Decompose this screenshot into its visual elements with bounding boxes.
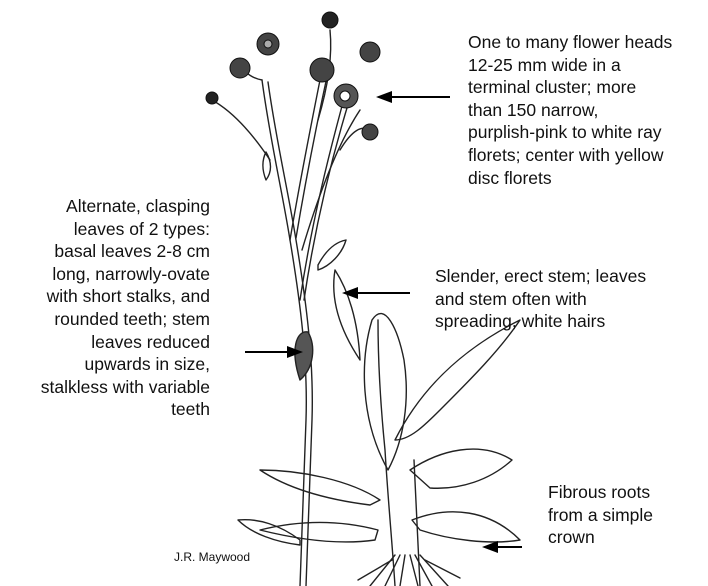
annotation-line: from a simple: [548, 504, 653, 527]
annotation-line: and stem often with: [435, 288, 646, 311]
annotation-line: florets; center with yellow: [468, 144, 672, 167]
annotation-line: terminal cluster; more: [468, 76, 672, 99]
annotation-line: crown: [548, 526, 653, 549]
annotation-line: leaves of 2 types:: [41, 218, 210, 241]
annotation-line: disc florets: [468, 167, 672, 190]
annotation-line: Fibrous roots: [548, 481, 653, 504]
annotation-line: One to many flower heads: [468, 31, 672, 54]
annotation-line: Slender, erect stem; leaves: [435, 265, 646, 288]
annotation-line: Alternate, clasping: [41, 195, 210, 218]
annotation-line: with short stalks, and: [41, 285, 210, 308]
annotation-line: than 150 narrow,: [468, 99, 672, 122]
arrow-roots: [482, 541, 522, 553]
annotation-line: basal leaves 2-8 cm: [41, 240, 210, 263]
annotation-line: leaves reduced: [41, 331, 210, 354]
annotation-line: long, narrowly-ovate: [41, 263, 210, 286]
annotation-line: teeth: [41, 398, 210, 421]
stem-leaf-mid: [318, 240, 346, 270]
stem-leaf-clasping: [295, 332, 313, 380]
fibrous-roots: [358, 555, 460, 586]
arrow-stem: [342, 287, 410, 299]
annotation-line: upwards in size,: [41, 353, 210, 376]
annotation-line: purplish-pink to white ray: [468, 121, 672, 144]
annotation-line: stalkless with variable: [41, 376, 210, 399]
annotation-line: spreading, white hairs: [435, 310, 646, 333]
illustrator-credit: J.R. Maywood: [174, 550, 250, 564]
annotation-line: 12-25 mm wide in a: [468, 54, 672, 77]
arrow-flower-heads: [376, 91, 450, 103]
annotation-line: rounded teeth; stem: [41, 308, 210, 331]
